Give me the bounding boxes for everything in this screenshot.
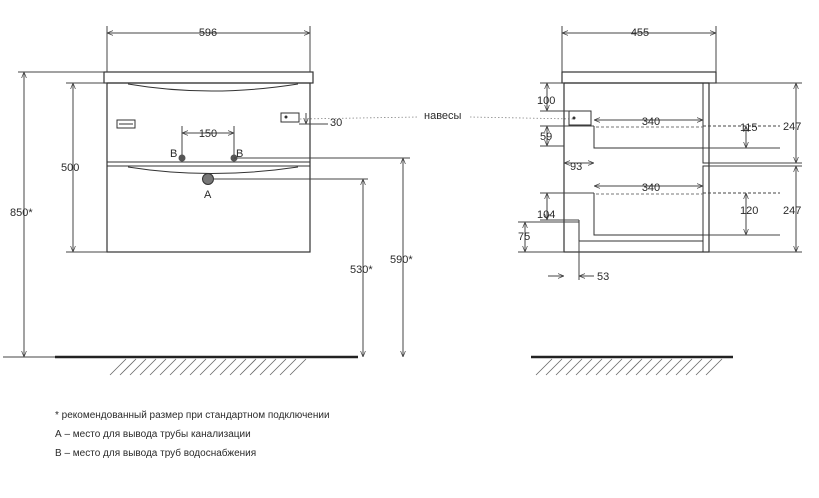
side-hanger xyxy=(568,110,592,126)
front-width-label: 596 xyxy=(199,27,217,39)
front-basin-curve xyxy=(127,83,299,92)
side-depth-label: 455 xyxy=(631,27,649,39)
side-countertop xyxy=(561,71,717,84)
front-cabinet-body xyxy=(106,82,311,253)
front-lower-handle-curve xyxy=(127,166,299,174)
hanger-offset-label: 30 xyxy=(330,117,342,129)
note-water: В – место для вывода труб водоснабжения xyxy=(55,448,257,459)
label-104: 104 xyxy=(537,209,555,221)
label-53: 53 xyxy=(597,271,609,283)
front-view xyxy=(3,26,410,376)
label-75: 75 xyxy=(518,231,530,243)
water-height-label: 590* xyxy=(390,254,413,266)
side-back-cutout xyxy=(578,220,703,242)
side-upper-front xyxy=(702,82,710,164)
drain-pipe xyxy=(202,173,214,185)
label-93: 93 xyxy=(570,161,582,173)
water-label-left: B xyxy=(170,148,177,160)
pipe-spacing-label: 150 xyxy=(199,128,217,140)
side-lower-front xyxy=(702,165,710,253)
label-115: 115 xyxy=(740,122,758,134)
side-lower-drawer xyxy=(593,193,703,236)
side-upper-drawer xyxy=(593,126,703,149)
label-340-upper: 340 xyxy=(642,116,660,128)
front-countertop xyxy=(103,71,314,84)
label-247-upper: 247 xyxy=(783,121,801,133)
drain-label: A xyxy=(204,189,212,201)
drain-height-label: 530* xyxy=(350,264,373,276)
note-recommended: * рекомендованный размер при стандартном… xyxy=(55,410,330,421)
front-body-height-label: 500 xyxy=(61,162,79,174)
label-247-lower: 247 xyxy=(783,205,801,217)
front-total-height-label: 850* xyxy=(10,207,33,219)
label-120: 120 xyxy=(740,205,758,217)
water-pipe-left xyxy=(178,154,186,162)
front-hanger-left xyxy=(116,119,136,129)
label-340-lower: 340 xyxy=(642,182,660,194)
water-label-right: B xyxy=(236,148,243,160)
side-view xyxy=(518,26,802,376)
note-drain: А – место для вывода трубы канализации xyxy=(55,429,251,440)
front-hanger-right xyxy=(280,112,300,123)
hangers-leader-right xyxy=(469,116,576,120)
label-100: 100 xyxy=(537,95,555,107)
side-floor-hatch xyxy=(535,358,723,376)
notes: * рекомендованный размер при стандартном… xyxy=(55,406,330,463)
hangers-leader-left xyxy=(299,116,419,120)
hangers-label: навесы xyxy=(424,110,462,122)
side-cabinet-body xyxy=(563,82,710,253)
label-59: 59 xyxy=(540,131,552,143)
front-floor-hatch xyxy=(109,358,307,376)
